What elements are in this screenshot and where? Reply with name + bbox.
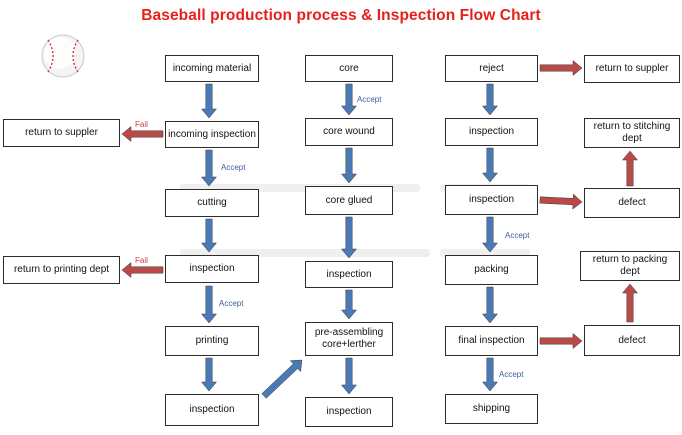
arrow-incoming-material-to-inspection bbox=[200, 83, 218, 119]
arrow-inspection-to-pre-assembling bbox=[261, 359, 303, 399]
box-cutting: cutting bbox=[165, 189, 259, 217]
box-return-to-supplier-left: return to suppler bbox=[3, 119, 120, 147]
background-smudge bbox=[180, 249, 430, 257]
accept-label-incoming: Accept bbox=[221, 163, 246, 172]
arrow-inspection-to-packing bbox=[481, 216, 499, 253]
arrow-inspection-to-printing bbox=[200, 285, 218, 324]
arrow-defect-to-stitching bbox=[621, 150, 639, 187]
baseball-icon bbox=[41, 34, 85, 78]
arrow-inspection-to-defect bbox=[539, 193, 583, 210]
background-smudge bbox=[180, 184, 420, 192]
arrow-cutting-to-inspection bbox=[200, 218, 218, 253]
box-final-inspection: final inspection bbox=[445, 326, 538, 356]
arrow-final-inspection-to-shipping bbox=[481, 357, 499, 392]
pre-assembling-line2: core+lerther bbox=[322, 339, 376, 350]
chart-title: Baseball production process & Inspection… bbox=[141, 7, 541, 24]
box-inspection-col2: inspection bbox=[305, 261, 393, 288]
box-printing: printing bbox=[165, 326, 259, 356]
box-shipping: shipping bbox=[445, 394, 538, 424]
box-reject: reject bbox=[445, 55, 538, 82]
box-core: core bbox=[305, 55, 393, 82]
fail-label-incoming: Fail bbox=[135, 120, 148, 129]
box-pre-assembling: pre-assembling core+lerther bbox=[305, 322, 393, 356]
arrow-core-to-core-wound bbox=[340, 83, 358, 116]
arrow-reject-to-inspection bbox=[481, 83, 499, 116]
box-inspection-col3-top: inspection bbox=[445, 118, 538, 146]
return-stitching-line2: dept bbox=[622, 133, 642, 144]
arrow-defect-to-packing bbox=[621, 283, 639, 323]
arrow-inspection-to-inspection bbox=[481, 147, 499, 183]
arrow-core-glued-to-inspection bbox=[340, 216, 358, 259]
box-inspection-col1-bottom: inspection bbox=[165, 394, 259, 426]
box-core-glued: core glued bbox=[305, 186, 393, 215]
arrow-printing-to-inspection bbox=[200, 357, 218, 392]
box-return-to-packing-dept: return to packing dept bbox=[580, 251, 680, 281]
box-defect-top: defect bbox=[584, 188, 680, 218]
arrow-incoming-inspection-fail bbox=[121, 125, 164, 143]
background-smudge bbox=[440, 249, 530, 257]
arrow-inspection-to-pre-assembling-col2 bbox=[340, 289, 358, 320]
box-return-to-supplier-right: return to suppler bbox=[584, 55, 680, 83]
box-core-wound: core wound bbox=[305, 118, 393, 146]
arrow-packing-to-final-inspection bbox=[481, 286, 499, 324]
arrow-inspection-fail-to-printing bbox=[121, 261, 164, 279]
arrow-inspection-to-cutting bbox=[200, 149, 218, 187]
box-return-to-stitching-dept: return to stitching dept bbox=[584, 118, 680, 148]
arrow-core-wound-to-core-glued bbox=[340, 147, 358, 184]
arrow-final-inspection-to-defect bbox=[539, 332, 583, 350]
box-inspection-col1: inspection bbox=[165, 255, 259, 283]
box-inspection-col3: inspection bbox=[445, 185, 538, 215]
box-inspection-col2-bottom: inspection bbox=[305, 397, 393, 427]
pre-assembling-line1: pre-assembling bbox=[314, 327, 384, 338]
box-packing: packing bbox=[445, 255, 538, 285]
accept-label-inspection: Accept bbox=[219, 299, 244, 308]
return-stitching-line1: return to stitching bbox=[593, 121, 671, 132]
box-defect-bottom: defect bbox=[584, 325, 680, 356]
box-incoming-inspection: incoming inspection bbox=[165, 121, 259, 148]
arrow-pre-assembling-to-inspection bbox=[340, 357, 358, 395]
accept-label-inspection-col3: Accept bbox=[505, 231, 530, 240]
accept-label-final: Accept bbox=[499, 370, 524, 379]
arrow-reject-to-supplier bbox=[539, 59, 583, 77]
box-return-to-printing-dept: return to printing dept bbox=[3, 256, 120, 284]
box-incoming-material: incoming material bbox=[165, 55, 259, 82]
accept-label-core: Accept bbox=[357, 95, 382, 104]
fail-label-inspection: Fail bbox=[135, 256, 148, 265]
